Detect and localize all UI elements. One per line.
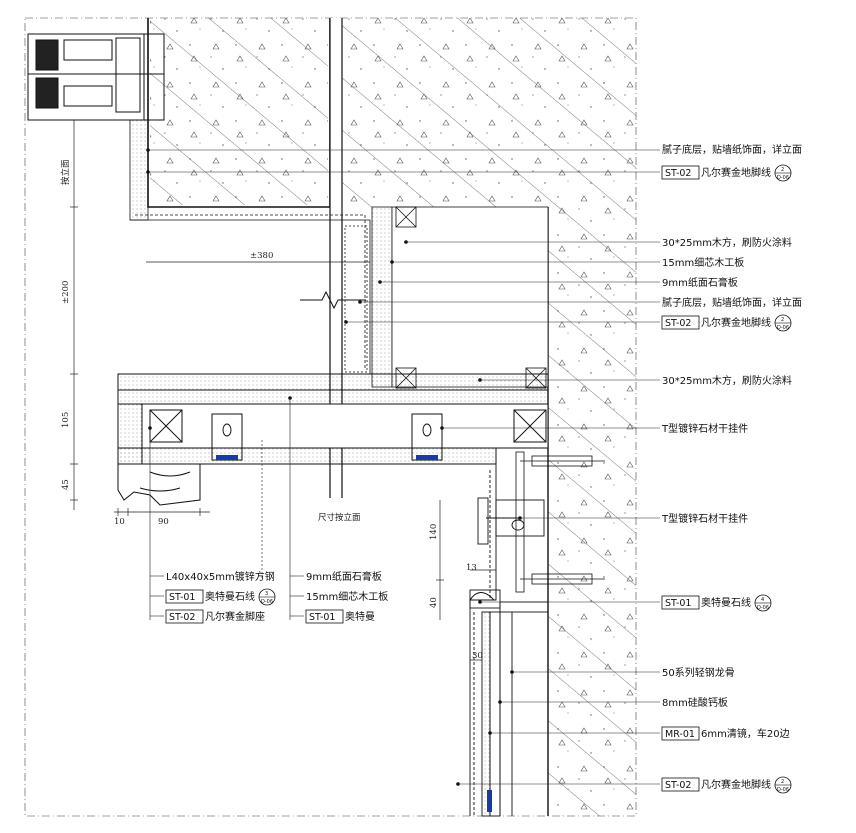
right-annotation-11-tag: ST-01 <box>665 598 691 609</box>
left-annotation-2-ref-top: 3 <box>265 591 268 597</box>
right-annotation-7-tag: ST-02 <box>665 318 691 329</box>
dim-30: 30 <box>472 651 483 661</box>
left-annotation-2-tag: ST-01 <box>169 592 195 603</box>
right-annotation-11-ref-bottom: D-06 <box>757 605 769 611</box>
right-annotation-12-text: 50系列轻钢龙骨 <box>662 666 735 679</box>
right-annotation-14-tag-box <box>661 726 700 741</box>
mid-annotation-3-tag: ST-01 <box>309 612 335 623</box>
lower-wall-assembly <box>469 464 549 817</box>
concrete-left-block <box>150 18 328 205</box>
left-annotation-3-tag-box <box>165 609 204 624</box>
right-annotation-2-text: 凡尔赛金地脚线 <box>701 166 771 179</box>
right-annotation-5-text: 9mm纸面石膏板 <box>662 276 738 289</box>
dim-40: 40 <box>429 597 439 608</box>
right-annotation-6-text: 腻子底层，贴墙纸饰面，详立面 <box>662 296 802 309</box>
soffit-assembly <box>117 373 549 465</box>
wall-lining-upper <box>129 119 549 389</box>
mid-annotation-3-tag-box <box>305 609 344 624</box>
right-annotation-8-text: 30*25mm木方，刷防火涂料 <box>662 374 792 387</box>
right-annotation-11-ref-top: 4 <box>761 597 764 603</box>
right-annotation-7-ref-bottom: D-06 <box>777 325 789 331</box>
right-annotation-11-tag-box <box>661 595 700 610</box>
right-annotation-4-text: 15mm细芯木工板 <box>662 256 744 269</box>
right-annotation-2-tag-box <box>661 165 700 180</box>
dim-10: 10 <box>114 517 125 527</box>
anchor-bolts <box>515 451 605 593</box>
right-annotation-7-text: 凡尔赛金地脚线 <box>701 316 771 329</box>
right-annotation-11-text: 奥特曼石线 <box>701 596 751 609</box>
right-annotation-10-text: T型镀锌石材干挂件 <box>661 512 748 525</box>
dim-380: ±380 <box>250 251 273 261</box>
window-frame-profile <box>27 33 165 121</box>
right-annotation-2-tag: ST-02 <box>665 168 691 179</box>
right-annotation-15-ref-top: 2 <box>781 779 784 785</box>
leader-lines <box>148 149 660 785</box>
right-annotation-9-text: T型镀锌石材干挂件 <box>661 422 748 435</box>
dim-200: ±200 <box>61 281 71 304</box>
right-annotation-2-ref-top: 2 <box>781 167 784 173</box>
left-annotation-1-text: L40x40x5mm镀锌方钢 <box>166 570 275 583</box>
dim-105: 105 <box>61 412 71 428</box>
right-annotation-13-text: 8mm硅酸钙板 <box>662 696 728 709</box>
left-annotation-3-text: 凡尔赛金脚座 <box>205 610 265 623</box>
right-annotation-14-tag: MR-01 <box>665 729 695 740</box>
left-annotation-3-tag: ST-02 <box>169 612 195 623</box>
dimension-lines <box>70 120 496 661</box>
concrete-right-wall <box>547 207 636 816</box>
left-annotation-2-ref-bottom: D-06 <box>261 599 273 605</box>
dim-45: 45 <box>61 479 71 490</box>
dim-finish-face: 按立面 <box>60 159 71 185</box>
dim-13: 13 <box>466 563 477 573</box>
mid-annotation-1-text: 9mm纸面石膏板 <box>306 570 382 583</box>
dim-size-by-elevation: 尺寸按立面 <box>318 512 361 523</box>
right-annotation-1-text: 腻子底层，贴墙纸饰面，详立面 <box>662 143 802 156</box>
right-annotation-7-ref-top: 2 <box>781 317 784 323</box>
dim-90: 90 <box>158 517 169 527</box>
right-annotation-3-text: 30*25mm木方，刷防火涂料 <box>662 236 792 249</box>
right-annotation-15-text: 凡尔赛金地脚线 <box>701 778 771 791</box>
stone-moulding-left <box>117 463 201 506</box>
right-annotation-15-tag: ST-02 <box>665 780 691 791</box>
right-annotation-15-tag-box <box>661 777 700 792</box>
mid-annotation-group: 9mm纸面石膏板 15mm细芯木工板 ST-01 奥特曼 <box>305 570 388 624</box>
right-annotation-14-text: 6mm清镜，车20边 <box>701 727 790 740</box>
left-annotation-2-tag-box <box>165 589 204 604</box>
mid-annotation-2-text: 15mm细芯木工板 <box>306 590 388 603</box>
right-annotation-2-ref-bottom: D-06 <box>777 175 789 181</box>
mid-annotation-3-text: 奥特曼 <box>345 610 375 623</box>
dim-140: 140 <box>429 524 439 540</box>
right-annotation-15-ref-bottom: D-06 <box>777 787 789 793</box>
left-annotation-2-text: 奥特曼石线 <box>205 590 255 603</box>
right-annotation-7-tag-box <box>661 315 700 330</box>
leader-dots <box>146 148 522 786</box>
